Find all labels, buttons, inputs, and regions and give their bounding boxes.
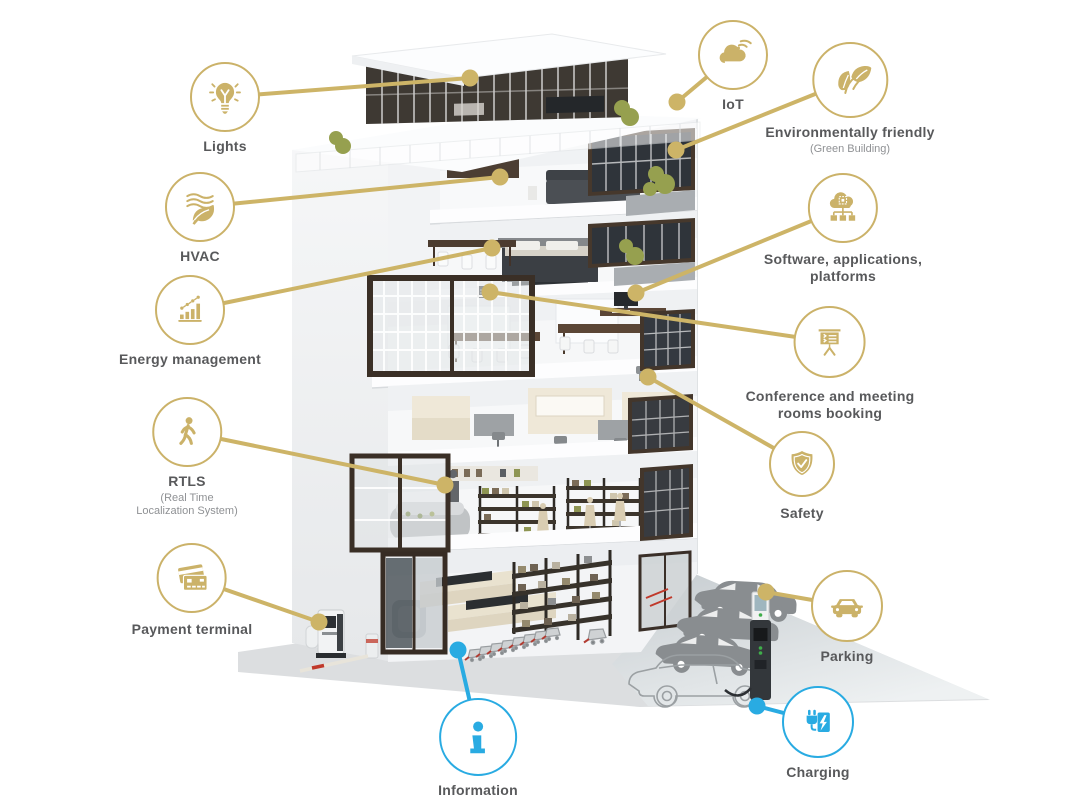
walking-person-icon [179,417,196,445]
parking-circle [811,570,883,642]
information-circle [439,698,517,776]
rtls-circle [152,397,222,467]
lightbulb-icon [209,82,241,114]
charging-plug-icon-circle [782,686,854,758]
payment-label: Payment terminal [131,621,253,637]
car-icon [831,599,863,618]
line-hvac [198,175,502,209]
iot-label: IoT [722,96,744,112]
leaves-icon [837,65,871,94]
mannequins [537,493,626,541]
node-rtls: RTLS (Real Time Localization System) [136,397,238,519]
eco-label: Environmentally friendly [765,124,935,140]
eco-sublabel: (Green Building) [809,142,891,155]
software-label: Software, applications, platforms [763,251,923,284]
node-software: Software, applications, platforms [764,173,922,284]
line-software [634,206,845,295]
lights-label: Lights [203,138,247,154]
cloud-platform-icon [829,192,856,221]
penthouse-plant [614,100,639,126]
left-wall [292,136,388,661]
line-conference [488,290,832,344]
node-eco: Environmentally friendly (Green Building… [765,42,934,156]
conference-circle [794,306,866,378]
floor-supermarket [388,539,697,663]
lights-circle [190,62,260,132]
software-circle [807,173,878,243]
rtls-sublabel: (Real Time Localization System) [136,491,238,518]
penthouse [329,33,667,154]
ev-charging-icon [806,709,830,732]
parking-label: Parking [820,648,874,664]
line-energy [188,246,494,312]
energy-chart-icon [178,295,202,322]
line-rtls [185,430,447,487]
shopping-carts [464,627,607,663]
supermarket-shelves [512,550,612,640]
node-conference: Conference and meeting rooms booking [746,306,915,421]
office-window [367,275,535,377]
node-charging: Charging [782,686,854,781]
credit-cards-icon [178,564,208,591]
iot-circle [698,20,768,90]
node-hvac: HVAC [165,172,235,265]
shield-check-icon [791,451,813,476]
barrier-gate [299,633,379,673]
node-payment: Payment terminal [132,543,253,638]
safety-label: Safety [780,505,824,521]
supermarket-glass-wall [638,550,692,632]
rtls-label: RTLS [168,473,206,489]
node-parking: Parking [811,570,883,665]
store-window [349,453,451,553]
building [292,33,797,708]
node-iot: IoT [698,20,768,113]
payment-circle [157,543,227,613]
energy-circle [155,275,225,345]
info-icon [470,721,485,754]
office-table-2 [558,324,650,333]
dining-table [428,240,516,247]
node-safety: Safety [769,431,835,522]
charging-label: Charging [786,764,850,780]
iot-cloud-icon [719,39,752,64]
node-information: Information [438,698,518,799]
balcony-plant [643,166,675,196]
energy-label: Energy management [119,351,261,367]
information-label: Information [438,782,518,798]
entrance-door [380,551,448,655]
eco-circle [812,42,888,118]
hvac-circle [165,172,235,242]
node-lights: Lights [190,62,260,155]
safety-circle [769,431,835,497]
presentation-board-icon [819,329,841,356]
connector-dots [310,69,775,715]
node-energy: Energy management [119,275,261,368]
conference-label: Conference and meeting rooms booking [745,388,915,421]
terrace-plant [329,131,351,154]
hvac-label: HVAC [180,248,220,264]
balcony-plant-2 [619,239,644,265]
hvac-leaf-icon [186,193,215,225]
checkout-counter-2 [448,592,556,620]
line-lights [223,76,472,99]
